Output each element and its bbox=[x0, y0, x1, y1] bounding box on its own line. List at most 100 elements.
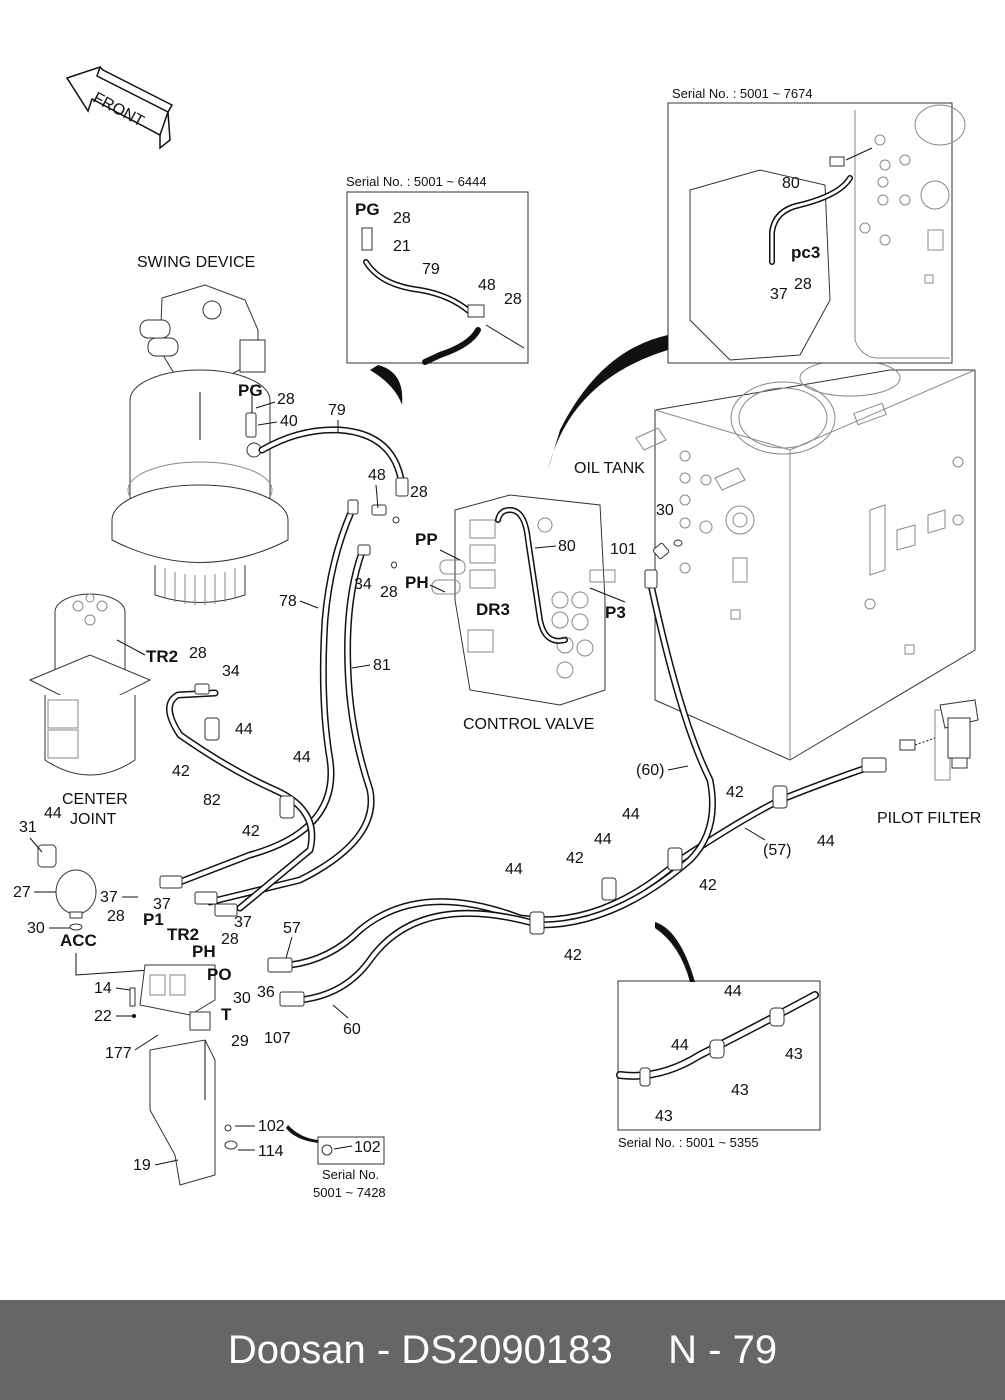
part-label: 36 bbox=[257, 984, 275, 1001]
part-label: 43 bbox=[785, 1046, 803, 1063]
inset-pc3: Serial No. : 5001 ~ 7674 80 pc3 37 28 bbox=[548, 86, 966, 470]
part-label: 42 bbox=[726, 784, 744, 801]
part-label: 28 bbox=[794, 276, 812, 293]
port-t: T bbox=[221, 1005, 232, 1024]
center-joint-label-1: CENTER bbox=[62, 791, 128, 808]
part-label: 42 bbox=[566, 850, 584, 867]
part-label: 42 bbox=[699, 877, 717, 894]
part-label: 48 bbox=[368, 467, 386, 484]
part-label: 28 bbox=[504, 291, 522, 308]
swing-device-label: SWING DEVICE bbox=[137, 254, 255, 271]
part-label: 34 bbox=[222, 663, 240, 680]
part-label: 34 bbox=[354, 576, 372, 593]
part-label: 43 bbox=[731, 1082, 749, 1099]
center-joint: CENTER JOINT TR2 bbox=[28, 593, 178, 828]
part-label: 42 bbox=[242, 823, 260, 840]
port-ph: PH bbox=[405, 573, 429, 592]
part-labels: 79 48 28 34 28 78 81 101 30 28 34 44 42 … bbox=[172, 402, 835, 964]
part-label: (57) bbox=[763, 842, 791, 859]
footer-bar: Doosan - DS2090183 N - 79 bbox=[0, 1300, 1005, 1400]
inset-serial: Serial No. bbox=[322, 1167, 379, 1182]
part-label: 44 bbox=[293, 749, 311, 766]
part-label: 28 bbox=[221, 931, 239, 948]
port-dr3: DR3 bbox=[476, 600, 510, 619]
part-label: 30 bbox=[233, 990, 251, 1007]
part-label: 102 bbox=[354, 1139, 381, 1156]
inset-serial: Serial No. : 5001 ~ 7674 bbox=[672, 86, 813, 101]
part-label: 81 bbox=[373, 657, 391, 674]
hose-lines bbox=[166, 426, 879, 1004]
part-label: 19 bbox=[133, 1157, 151, 1174]
part-label: 44 bbox=[622, 806, 640, 823]
inset-serial: 5001 ~ 7428 bbox=[313, 1185, 386, 1200]
inset-serial: Serial No. : 5001 ~ 5355 bbox=[618, 1135, 759, 1150]
oil-tank-label: OIL TANK bbox=[574, 460, 645, 477]
part-label: 82 bbox=[203, 792, 221, 809]
inset-pg: Serial No. : 5001 ~ 6444 PG 28 21 79 48 … bbox=[346, 174, 529, 405]
pilot-filter: PILOT FILTER bbox=[877, 699, 981, 827]
port-acc: ACC bbox=[60, 931, 97, 950]
oil-tank: OIL TANK bbox=[574, 359, 976, 761]
front-arrow-icon: FRONT bbox=[65, 65, 174, 150]
port-pg: PG bbox=[355, 200, 380, 219]
port-po: PO bbox=[207, 965, 232, 984]
inset-serial: Serial No. : 5001 ~ 6444 bbox=[346, 174, 487, 189]
port-pg: PG bbox=[238, 381, 263, 400]
part-label: 80 bbox=[782, 175, 800, 192]
part-label: 101 bbox=[610, 541, 637, 558]
part-label: 177 bbox=[105, 1045, 132, 1062]
port-ph: PH bbox=[192, 942, 216, 961]
part-label: 48 bbox=[478, 277, 496, 294]
part-label: 28 bbox=[189, 645, 207, 662]
part-label: 37 bbox=[153, 896, 171, 913]
part-label: 30 bbox=[656, 502, 674, 519]
part-label: 28 bbox=[393, 210, 411, 227]
part-label: 37 bbox=[770, 286, 788, 303]
port-pc3: pc3 bbox=[791, 243, 820, 262]
part-label: 43 bbox=[655, 1108, 673, 1125]
part-label: 37 bbox=[234, 914, 252, 931]
control-valve: CONTROL VALVE 80 DR3 P3 PP PH bbox=[405, 494, 626, 733]
fittings bbox=[159, 477, 887, 1007]
part-label: 14 bbox=[94, 980, 112, 997]
control-valve-label: CONTROL VALVE bbox=[463, 716, 594, 733]
footer-title: Doosan - DS2090183 N - 79 bbox=[227, 1327, 778, 1372]
part-label: 29 bbox=[231, 1033, 249, 1050]
part-label: 28 bbox=[380, 584, 398, 601]
part-label: 42 bbox=[172, 763, 190, 780]
swing-device: SWING DEVICE PG 28 40 bbox=[111, 254, 298, 605]
part-label: 79 bbox=[422, 261, 440, 278]
hydraulic-parts-diagram: FRONT OIL TANK SWING DEVICE bbox=[13, 65, 981, 1200]
part-label: 44 bbox=[594, 831, 612, 848]
part-label: (60) bbox=[636, 762, 664, 779]
inset-bolt: 102 Serial No. 5001 ~ 7428 bbox=[286, 1125, 386, 1200]
part-label: 44 bbox=[817, 833, 835, 850]
pilot-block-assembly: 44 31 27 30 ACC 37 28 P1 37 37 28 TR2 PH… bbox=[13, 805, 361, 1186]
center-joint-label-2: JOINT bbox=[70, 811, 116, 828]
port-tr2: TR2 bbox=[146, 647, 178, 666]
part-label: 22 bbox=[94, 1008, 112, 1025]
part-label: 80 bbox=[558, 538, 576, 555]
part-label: 31 bbox=[19, 819, 37, 836]
callout-pointer bbox=[286, 1125, 318, 1143]
part-label: 44 bbox=[235, 721, 253, 738]
part-label: 44 bbox=[505, 861, 523, 878]
callout-pointer bbox=[548, 335, 668, 470]
part-label: 102 bbox=[258, 1118, 285, 1135]
port-tr2: TR2 bbox=[167, 925, 199, 944]
inset-clamp: 44 44 43 43 43 Serial No. : 5001 ~ 5355 bbox=[616, 922, 821, 1150]
part-label: 44 bbox=[671, 1037, 689, 1054]
part-label: 42 bbox=[564, 947, 582, 964]
part-label: 30 bbox=[27, 920, 45, 937]
part-label: 27 bbox=[13, 884, 31, 901]
part-label: 44 bbox=[724, 983, 742, 1000]
port-pp: PP bbox=[415, 530, 438, 549]
callout-pointer bbox=[370, 365, 403, 405]
port-p3: P3 bbox=[605, 603, 626, 622]
part-label: 21 bbox=[393, 238, 411, 255]
part-label: 28 bbox=[277, 391, 295, 408]
part-label: 40 bbox=[280, 413, 298, 430]
part-label: 37 bbox=[100, 889, 118, 906]
part-label: 78 bbox=[279, 593, 297, 610]
part-label: 114 bbox=[258, 1143, 284, 1160]
